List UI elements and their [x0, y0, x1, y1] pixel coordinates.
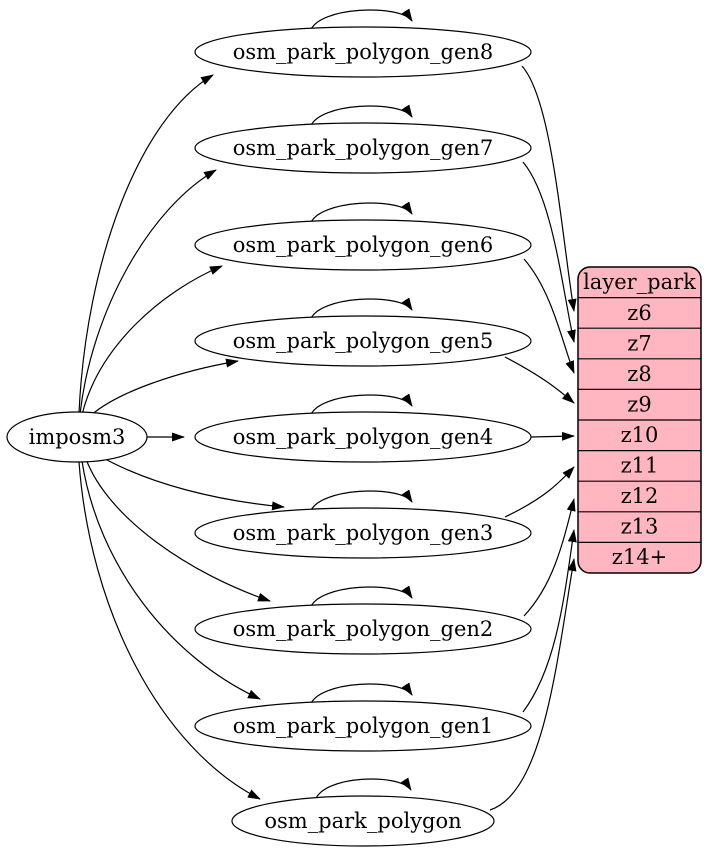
self-loop-osm_park_polygon_gen8: [309, 8, 413, 33]
node-osm_park_polygon_gen4-shape: [194, 411, 532, 463]
self-loop-osm_park_polygon_gen3: [309, 489, 413, 514]
edge-imposm3-to-osm_park_polygon: [78, 461, 261, 800]
edge-osm_park_polygon_gen2-to-z12: [523, 498, 576, 617]
edge-osm_park_polygon_gen1-to-z13: [522, 529, 577, 713]
edges-to-layer: [489, 65, 577, 811]
node-osm_park_polygon_gen6: osm_park_polygon_gen6: [194, 219, 532, 271]
layer_park-row-z11: z11: [621, 454, 659, 478]
edge-osm_park_polygon_gen6-to-z8: [523, 258, 575, 374]
edge-imposm3-to-osm_park_polygon_gen1: [81, 460, 261, 700]
node-osm_park_polygon_gen6-shape: [194, 219, 532, 271]
node-osm_park_polygon_gen8-shape: [194, 26, 532, 78]
edge-osm_park_polygon_gen4-to-z10: [530, 431, 575, 441]
self-loops: [309, 8, 413, 802]
node-osm_park_polygon_gen3: osm_park_polygon_gen3: [194, 507, 532, 559]
edges-from-source: [78, 74, 285, 800]
self-loop-osm_park_polygon_gen1: [309, 682, 413, 707]
node-osm_park_polygon_gen3-shape: [194, 507, 532, 559]
self-loop-osm_park_polygon_gen5: [309, 297, 413, 322]
layer_park-row-z13: z13: [621, 515, 659, 539]
node-osm_park_polygon_gen4: osm_park_polygon_gen4: [194, 411, 532, 463]
node-osm_park_polygon_gen2-label: osm_park_polygon_gen2: [233, 617, 494, 641]
self-loop-osm_park_polygon_gen7: [309, 104, 413, 129]
node-osm_park_polygon_gen7-label: osm_park_polygon_gen7: [233, 136, 494, 160]
layer_park-title: layer_park: [583, 270, 696, 294]
node-layer_park: layer_park z6 z7 z8 z9 z10 z11 z12 z13 z…: [577, 266, 702, 574]
node-osm_park_polygon_gen8: osm_park_polygon_gen8: [194, 26, 532, 78]
node-osm_park_polygon_gen8-label: osm_park_polygon_gen8: [233, 40, 494, 64]
self-loop-osm_park_polygon_gen2: [309, 585, 413, 610]
layer_park-row-separators: [578, 297, 701, 544]
layer_park-row-z14plus: z14+: [612, 545, 667, 569]
node-osm_park_polygon_gen2-shape: [194, 603, 532, 655]
layer_park-row-z10: z10: [621, 423, 659, 447]
edge-imposm3-to-osm_park_polygon_gen2: [85, 458, 271, 602]
edge-osm_park_polygon_gen3-to-z11: [504, 466, 575, 518]
edge-imposm3-to-osm_park_polygon_gen6: [81, 265, 223, 416]
node-osm_park_polygon-label: osm_park_polygon: [264, 809, 461, 833]
layer_park-row-z6: z6: [627, 301, 651, 325]
node-osm_park_polygon_gen6-label: osm_park_polygon_gen6: [233, 233, 494, 257]
edge-osm_park_polygon_gen7-to-z7: [522, 161, 576, 343]
edge-imposm3-to-osm_park_polygon_gen7: [79, 169, 217, 415]
self-loop-osm_park_polygon_gen4: [309, 393, 413, 418]
node-osm_park_polygon_gen3-label: osm_park_polygon_gen3: [233, 521, 494, 545]
node-osm_park_polygon: osm_park_polygon: [231, 795, 495, 847]
node-imposm3: imposm3: [6, 411, 148, 463]
node-imposm3-shape: [6, 411, 148, 463]
node-osm_park_polygon_gen7: osm_park_polygon_gen7: [194, 122, 532, 174]
node-osm_park_polygon_gen1: osm_park_polygon_gen1: [194, 700, 532, 752]
layer_park-row-z7: z7: [627, 332, 651, 356]
node-imposm3-label: imposm3: [29, 425, 126, 449]
self-loop-osm_park_polygon_gen6: [309, 201, 413, 226]
node-osm_park_polygon_gen7-shape: [194, 122, 532, 174]
edge-imposm3-to-osm_park_polygon_gen5: [87, 358, 239, 419]
edge-osm_park_polygon_gen8-to-z6: [521, 65, 577, 312]
edge-imposm3-to-osm_park_polygon_gen3: [97, 454, 285, 511]
node-osm_park_polygon_gen5-shape: [194, 315, 532, 367]
node-osm_park_polygon_gen1-label: osm_park_polygon_gen1: [233, 714, 494, 738]
edge-imposm3-to-osm_park_polygon_gen8: [78, 74, 214, 414]
node-osm_park_polygon_gen2: osm_park_polygon_gen2: [194, 603, 532, 655]
self-loop-osm_park_polygon: [314, 777, 412, 802]
layer_park-row-z8: z8: [627, 362, 651, 386]
node-osm_park_polygon_gen5-label: osm_park_polygon_gen5: [233, 329, 494, 353]
node-osm_park_polygon_gen1-shape: [194, 700, 532, 752]
layer_park-row-z12: z12: [621, 484, 659, 508]
edge-osm_park_polygon-to-z14plus: [489, 558, 577, 811]
layer_park-row-z9: z9: [627, 393, 651, 417]
node-osm_park_polygon_gen4-label: osm_park_polygon_gen4: [233, 425, 494, 449]
node-osm_park_polygon_gen5: osm_park_polygon_gen5: [194, 315, 532, 367]
edge-osm_park_polygon_gen5-to-z9: [504, 356, 575, 404]
node-osm_park_polygon-shape: [231, 795, 495, 847]
